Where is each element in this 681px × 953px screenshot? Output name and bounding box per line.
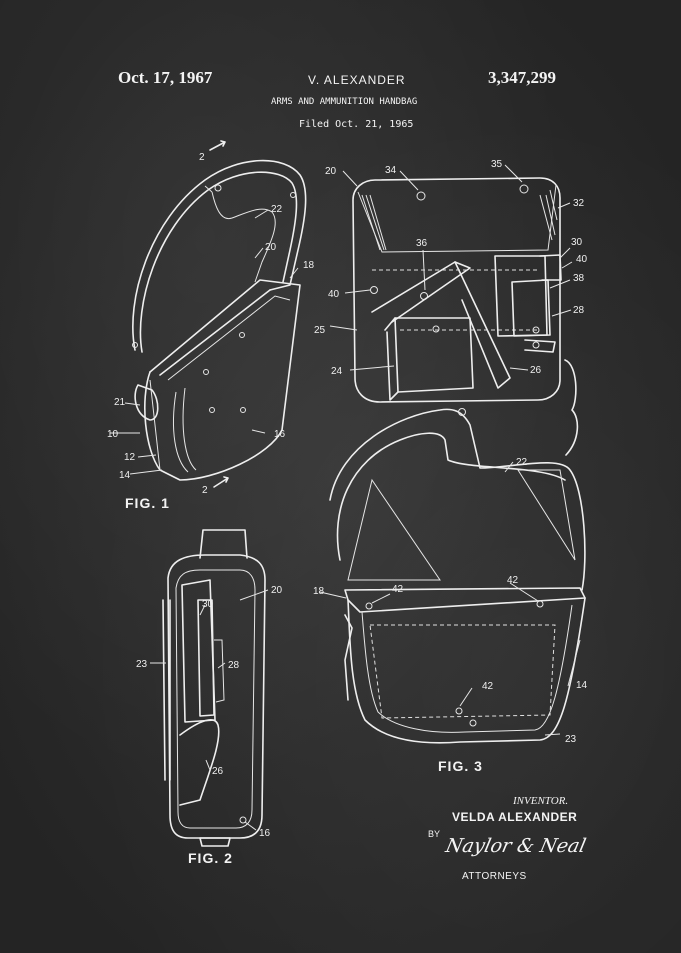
svg-text:12: 12 bbox=[124, 452, 136, 463]
svg-text:30: 30 bbox=[202, 599, 214, 610]
svg-text:24: 24 bbox=[331, 366, 343, 377]
svg-text:10: 10 bbox=[107, 429, 119, 440]
svg-text:22: 22 bbox=[516, 457, 528, 468]
svg-text:14: 14 bbox=[119, 470, 131, 481]
fig2-caption: FIG. 2 bbox=[188, 850, 233, 866]
fig1-caption: FIG. 1 bbox=[125, 495, 170, 511]
svg-text:23: 23 bbox=[136, 659, 148, 670]
svg-text:38: 38 bbox=[573, 273, 585, 284]
svg-text:32: 32 bbox=[573, 198, 585, 209]
svg-text:28: 28 bbox=[228, 660, 240, 671]
svg-text:18: 18 bbox=[303, 260, 315, 271]
svg-text:2: 2 bbox=[199, 152, 205, 163]
inventor-header: V. ALEXANDER bbox=[308, 73, 406, 87]
svg-text:42: 42 bbox=[482, 681, 494, 692]
svg-text:20: 20 bbox=[325, 166, 337, 177]
svg-text:40: 40 bbox=[576, 254, 588, 265]
svg-text:25: 25 bbox=[314, 325, 326, 336]
svg-text:16: 16 bbox=[274, 429, 286, 440]
svg-text:36: 36 bbox=[416, 238, 428, 249]
figure-3-drawing: 20 34 35 32 30 40 38 36 40 28 25 24 26 2… bbox=[313, 159, 588, 745]
svg-text:40: 40 bbox=[328, 289, 340, 300]
attorneys-label: ATTORNEYS bbox=[462, 871, 527, 882]
svg-text:18: 18 bbox=[313, 586, 325, 597]
svg-text:21: 21 bbox=[114, 397, 126, 408]
patent-number: 3,347,299 bbox=[488, 68, 556, 87]
svg-text:2: 2 bbox=[202, 485, 208, 496]
patent-date: Oct. 17, 1967 bbox=[118, 68, 213, 87]
svg-text:14: 14 bbox=[576, 680, 588, 691]
fig3-caption: FIG. 3 bbox=[438, 758, 483, 774]
svg-text:42: 42 bbox=[392, 584, 404, 595]
svg-text:35: 35 bbox=[491, 159, 503, 170]
svg-text:23: 23 bbox=[565, 734, 577, 745]
by-label: BY bbox=[428, 829, 441, 839]
inventor-label: INVENTOR. bbox=[513, 795, 569, 807]
svg-text:42: 42 bbox=[507, 575, 519, 586]
svg-text:16: 16 bbox=[259, 828, 271, 839]
figure-2-drawing: 20 30 23 28 26 16 bbox=[136, 529, 283, 847]
inventor-name: VELDA ALEXANDER bbox=[452, 810, 578, 824]
patent-title: ARMS AND AMMUNITION HANDBAG bbox=[271, 97, 418, 107]
svg-text:34: 34 bbox=[385, 165, 397, 176]
svg-text:20: 20 bbox=[265, 242, 277, 253]
figure-1-drawing: 2 22 20 18 21 10 12 14 16 2 bbox=[107, 140, 315, 496]
svg-text:20: 20 bbox=[271, 585, 283, 596]
svg-text:30: 30 bbox=[571, 237, 583, 248]
svg-text:28: 28 bbox=[573, 305, 585, 316]
attorney-signature: Naylor & Neal bbox=[443, 835, 588, 857]
filed-date: Filed Oct. 21, 1965 bbox=[299, 119, 414, 130]
svg-text:26: 26 bbox=[530, 365, 542, 376]
svg-text:26: 26 bbox=[212, 766, 224, 777]
svg-text:22: 22 bbox=[271, 204, 283, 215]
